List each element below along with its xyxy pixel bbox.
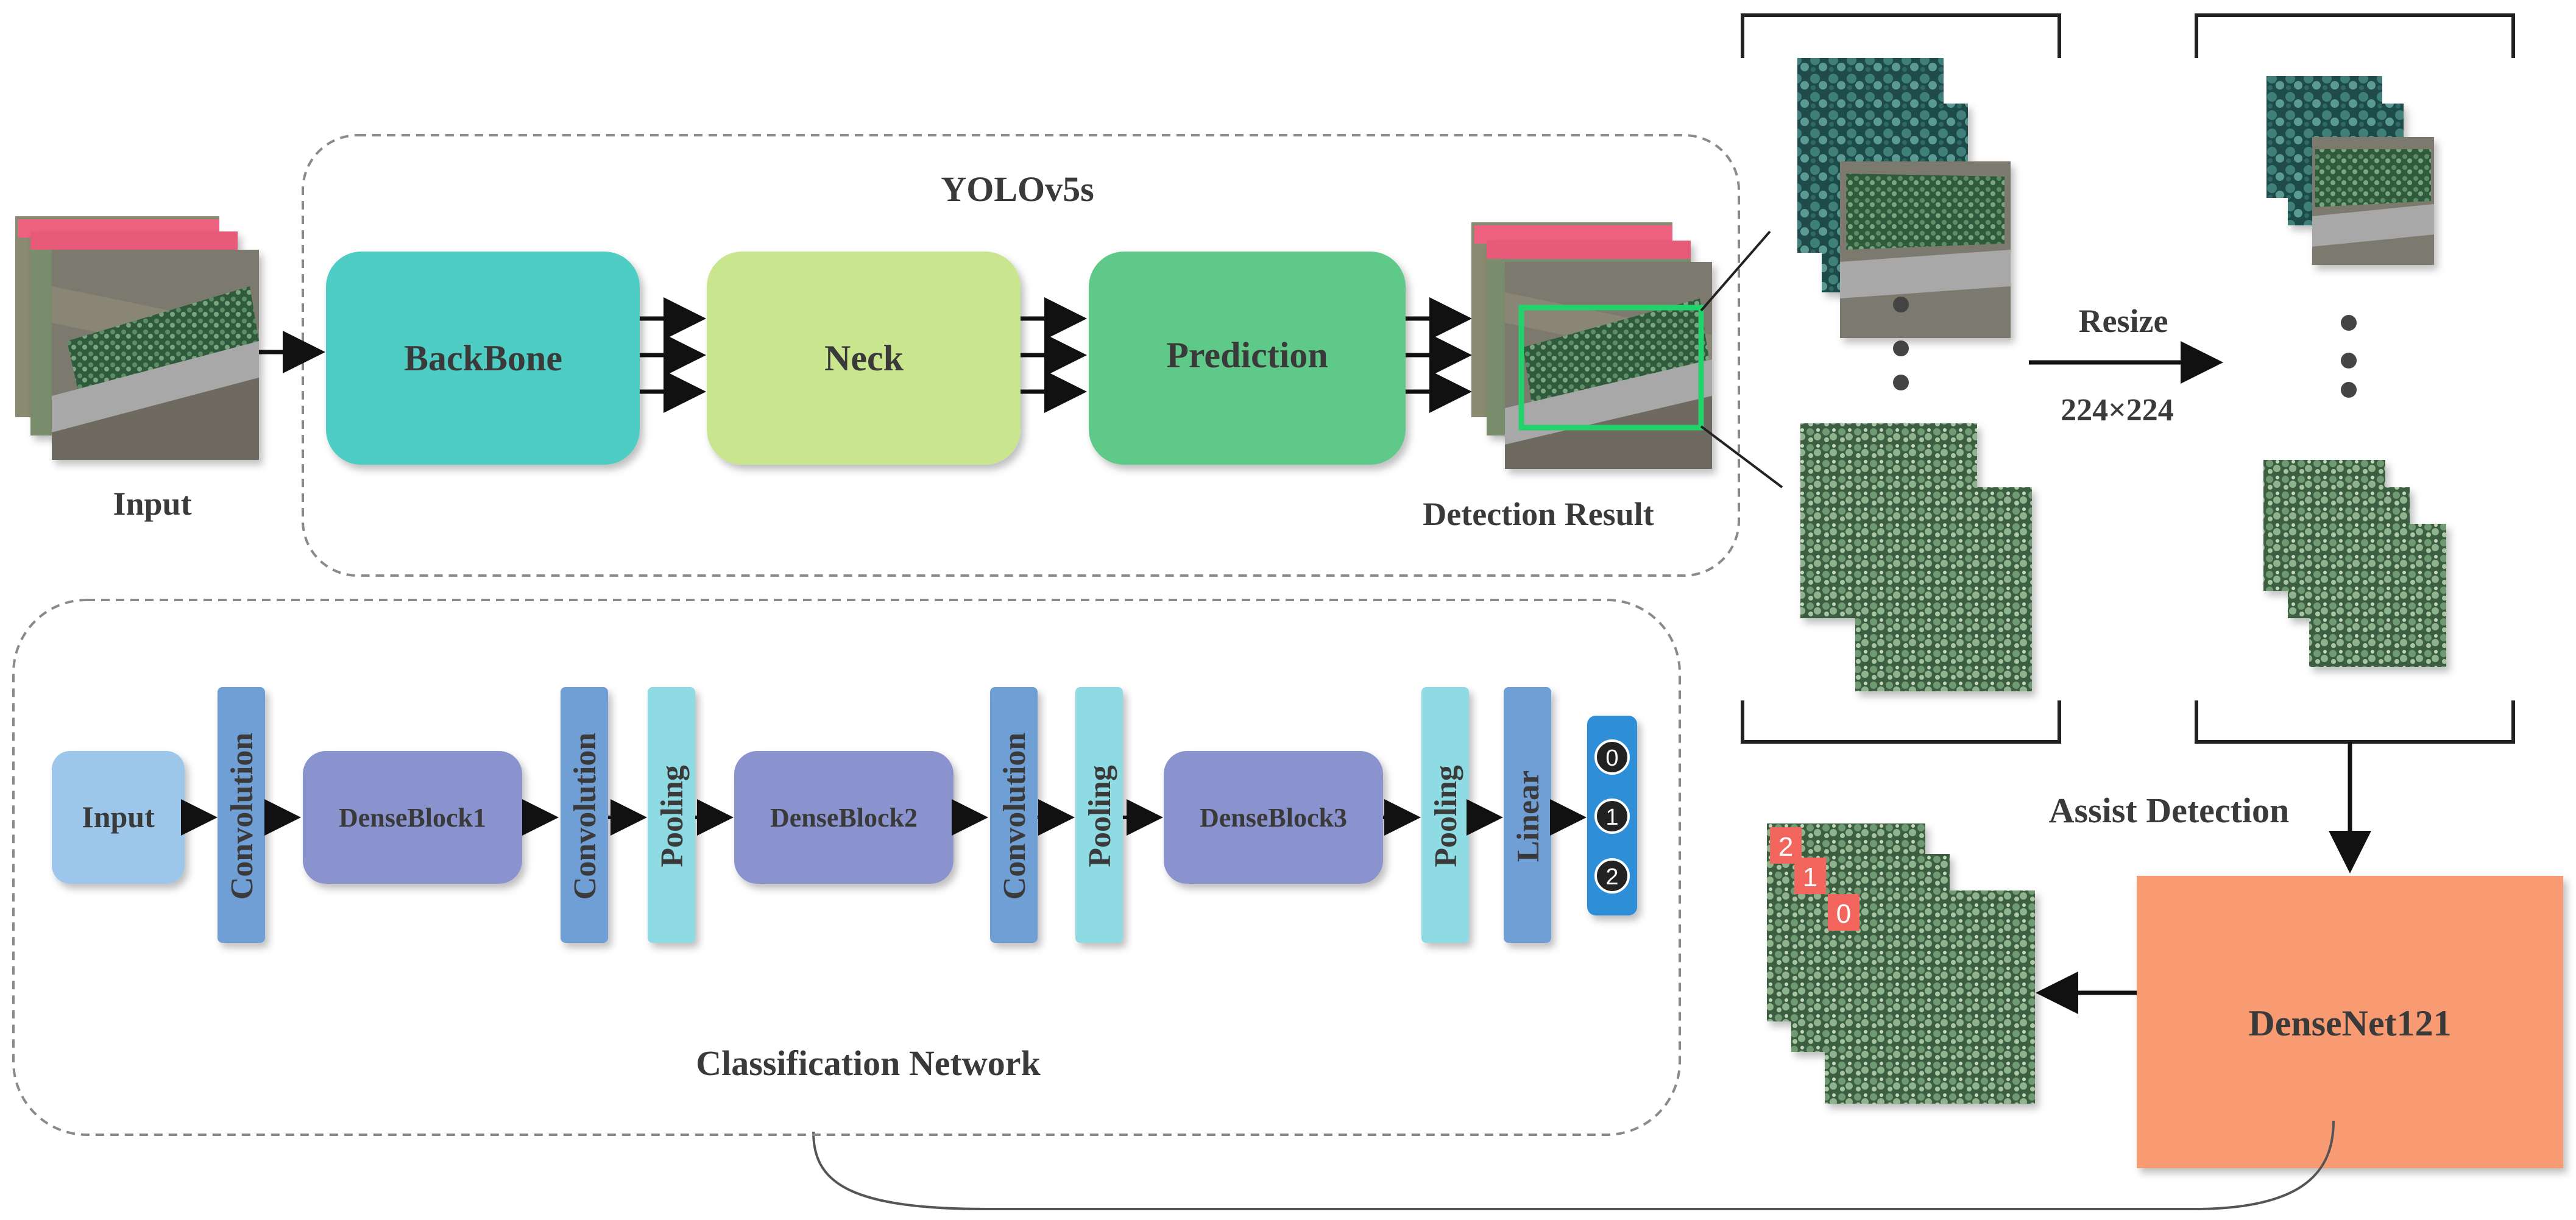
zoom-line-top: [1700, 230, 1771, 312]
svg-text:DenseBlock2: DenseBlock2: [770, 803, 918, 833]
svg-text:2: 2: [1605, 864, 1618, 890]
resize-size-label: 224×224: [2061, 393, 2174, 428]
zoom-line-bottom: [1700, 425, 1783, 488]
densenet-label: DenseNet121: [2248, 1003, 2451, 1043]
svg-text:DenseBlock3: DenseBlock3: [1200, 803, 1347, 833]
classified-image-stack: 2 1 0: [1767, 823, 2035, 1104]
svg-text:Convolution: Convolution: [225, 733, 260, 900]
assist-detection-label: Assist Detection: [2049, 791, 2290, 830]
input-image-stack: [15, 216, 259, 460]
svg-text:Pooling: Pooling: [1429, 765, 1463, 867]
classification-container: [12, 599, 1681, 1136]
crop-stack-bottom: [1800, 423, 2032, 691]
output-class-1: [1594, 799, 1630, 834]
pooling-block-1: [648, 687, 695, 943]
svg-text:1: 1: [1605, 805, 1618, 830]
badge-class-1: [1794, 858, 1826, 894]
yolo-container: [302, 134, 1740, 577]
cropped-bracket: [1741, 13, 2061, 744]
dense-block-1: [303, 751, 522, 884]
resized-dots: [2341, 315, 2357, 398]
neck-label: Neck: [824, 338, 904, 378]
detection-bounding-box: [1518, 305, 1704, 431]
svg-text:Input: Input: [82, 800, 155, 834]
dense-block-2: [734, 751, 954, 884]
input-label: Input: [113, 485, 191, 522]
badge-class-0: [1828, 894, 1859, 931]
svg-text:Convolution: Convolution: [997, 733, 1032, 900]
conv-block-2: [561, 687, 608, 943]
output-classes: 0 1 2: [1594, 739, 1630, 894]
yolo-title: YOLOv5s: [941, 169, 1094, 209]
svg-text:Convolution: Convolution: [568, 733, 603, 900]
neck-block: [707, 252, 1021, 465]
svg-text:0: 0: [1836, 899, 1851, 929]
crop-dots-left: [1893, 297, 1909, 390]
resized-stack-bottom: [2263, 460, 2446, 667]
detection-result-label: Detection Result: [1423, 496, 1654, 532]
pooling-block-3: [1421, 687, 1469, 943]
resized-bracket: [2195, 13, 2515, 744]
cls-input-block: [52, 751, 185, 884]
svg-text:2: 2: [1778, 832, 1793, 862]
crop-stack-top: [1797, 58, 2011, 338]
svg-text:Pooling: Pooling: [1083, 765, 1117, 867]
classification-title: Classification Network: [696, 1043, 1041, 1083]
detection-image-stack: [1471, 222, 1712, 469]
svg-text:1: 1: [1803, 862, 1817, 892]
arrows-prediction-detection: [1406, 297, 1472, 413]
linear-block: [1504, 687, 1551, 943]
resize-label: Resize: [2079, 303, 2168, 339]
arrows-neck-prediction: [1021, 297, 1087, 413]
svg-text:0: 0: [1605, 746, 1618, 771]
backbone-block: [326, 252, 640, 465]
prediction-label: Prediction: [1166, 335, 1328, 375]
backbone-label: BackBone: [404, 338, 562, 378]
arrows-backbone-neck: [640, 297, 706, 413]
svg-text:Pooling: Pooling: [655, 765, 690, 867]
conv-block-1: [218, 687, 265, 943]
output-class-0: [1594, 739, 1630, 775]
brace-connector: [812, 1120, 2335, 1210]
conv-block-3: [990, 687, 1038, 943]
pooling-block-2: [1075, 687, 1123, 943]
densenet-block: [2137, 876, 2563, 1168]
resized-stack-top: [2266, 76, 2434, 265]
prediction-block: [1089, 252, 1406, 465]
dense-block-3: [1164, 751, 1383, 884]
svg-text:DenseBlock1: DenseBlock1: [339, 803, 486, 833]
output-class-2: [1594, 858, 1630, 894]
svg-text:Linear: Linear: [1511, 770, 1546, 862]
